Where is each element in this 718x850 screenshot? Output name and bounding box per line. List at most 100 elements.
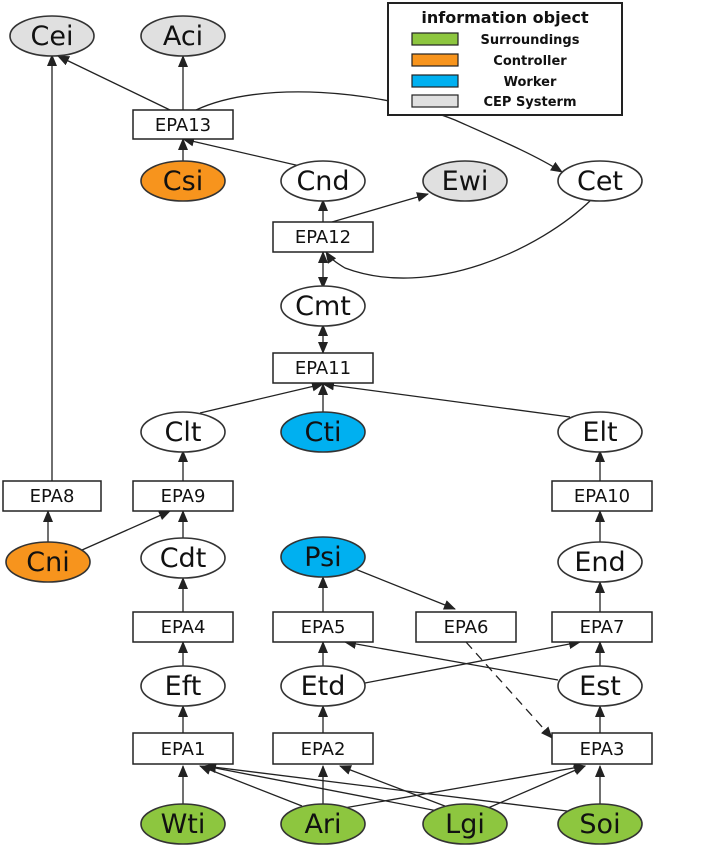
edges	[43, 54, 605, 813]
edge-psi-epa6	[354, 568, 456, 610]
edge-elt-epa11	[322, 380, 571, 418]
node-cet[interactable]: Cet	[557, 160, 643, 202]
svg-text:Eft: Eft	[165, 671, 202, 702]
svg-text:EPA13: EPA13	[155, 115, 211, 136]
edge-clt-epa11	[199, 381, 324, 414]
svg-text:Aci: Aci	[163, 21, 203, 52]
node-cdt[interactable]: Cdt	[140, 537, 226, 579]
node-psi[interactable]: Psi	[280, 536, 366, 578]
epa-box-epa13[interactable]: EPA13	[132, 109, 234, 140]
edge-ari-epa1	[199, 765, 303, 807]
svg-text:EPA1: EPA1	[161, 739, 206, 760]
epa-box-epa11[interactable]: EPA11	[272, 352, 374, 384]
svg-text:Ari: Ari	[304, 809, 341, 840]
svg-text:Cti: Cti	[305, 417, 342, 448]
nodes: Cei Aci Ewi Csi Cni Cti Psi	[5, 15, 643, 845]
node-wti[interactable]: Wti	[140, 803, 226, 845]
node-csi[interactable]: Csi	[140, 160, 226, 202]
edge-cni-epa9	[81, 510, 171, 551]
node-cei[interactable]: Cei	[9, 15, 95, 57]
epa-box-epa5[interactable]: EPA5	[272, 611, 374, 643]
svg-text:EPA6: EPA6	[444, 617, 489, 638]
edge-epa6-epa3	[465, 641, 553, 739]
svg-text:Est: Est	[579, 671, 621, 702]
svg-text:EPA5: EPA5	[301, 617, 346, 638]
svg-text:Ewi: Ewi	[442, 166, 489, 197]
node-end[interactable]: End	[557, 541, 643, 583]
node-ari[interactable]: Ari	[280, 803, 366, 845]
legend-item-surroundings: Surroundings	[411, 32, 580, 48]
edge-cet-epa12	[325, 198, 593, 279]
svg-text:Psi: Psi	[304, 542, 341, 573]
epa-box-epa1[interactable]: EPA1	[132, 732, 234, 765]
epa-box-epa6[interactable]: EPA6	[415, 611, 517, 643]
epa-box-epa4[interactable]: EPA4	[132, 611, 234, 643]
node-cti[interactable]: Cti	[280, 411, 366, 453]
svg-text:EPA2: EPA2	[301, 739, 346, 760]
edge-epa13-cei	[57, 55, 171, 111]
epa-box-epa12[interactable]: EPA12	[272, 221, 374, 253]
svg-text:Cnd: Cnd	[296, 166, 349, 197]
edge-lgi-epa2	[339, 765, 451, 809]
legend-item-worker: Worker	[411, 74, 557, 90]
legend-label-controller: Controller	[493, 54, 567, 69]
svg-text:Cmt: Cmt	[295, 291, 351, 322]
svg-text:Etd: Etd	[301, 671, 346, 702]
node-etd[interactable]: Etd	[280, 665, 366, 707]
legend-swatch-surroundings	[411, 32, 459, 46]
svg-text:EPA9: EPA9	[161, 486, 206, 507]
epa-box-epa10[interactable]: EPA10	[551, 480, 653, 512]
edge-cnd-epa13	[182, 136, 301, 167]
node-eft[interactable]: Eft	[140, 665, 226, 707]
svg-text:EPA12: EPA12	[295, 227, 351, 248]
legend-label-cep-system: CEP Systerm	[483, 95, 576, 110]
edge-lgi-epa3	[487, 765, 586, 809]
svg-text:Cni: Cni	[26, 547, 69, 578]
svg-text:EPA8: EPA8	[30, 486, 75, 507]
svg-text:Cei: Cei	[31, 21, 74, 52]
svg-text:Elt: Elt	[582, 417, 617, 448]
edge-lgi-epa1	[204, 763, 444, 813]
legend-item-cep-system: CEP Systerm	[411, 94, 577, 110]
node-lgi[interactable]: Lgi	[422, 803, 508, 845]
epa-boxes: EPA13 EPA12 EPA11 EPA8 EPA9 EPA10 EPA4	[2, 109, 653, 765]
edge-epa12-ewi	[331, 192, 429, 223]
legend-title: information object	[421, 8, 589, 27]
node-aci[interactable]: Aci	[140, 15, 226, 57]
node-ewi[interactable]: Ewi	[422, 160, 508, 202]
node-cmt[interactable]: Cmt	[280, 285, 366, 327]
node-cnd[interactable]: Cnd	[280, 160, 366, 202]
svg-text:EPA7: EPA7	[580, 617, 625, 638]
svg-text:Wti: Wti	[161, 809, 206, 840]
legend-label-surroundings: Surroundings	[481, 33, 580, 48]
epa-box-epa8[interactable]: EPA8	[2, 480, 102, 512]
svg-text:End: End	[574, 547, 625, 578]
legend-item-controller: Controller	[411, 53, 567, 69]
svg-text:Cet: Cet	[577, 166, 623, 197]
legend-swatch-worker	[411, 74, 459, 88]
node-elt[interactable]: Elt	[557, 411, 643, 453]
svg-text:EPA11: EPA11	[295, 358, 351, 379]
svg-text:Cdt: Cdt	[160, 543, 207, 574]
svg-text:EPA3: EPA3	[580, 739, 625, 760]
epa-box-epa3[interactable]: EPA3	[551, 732, 653, 765]
legend: information object Surroundings Controll…	[387, 2, 623, 116]
epa-box-epa9[interactable]: EPA9	[132, 480, 234, 512]
legend-label-worker: Worker	[504, 75, 557, 90]
legend-swatch-controller	[411, 53, 459, 67]
node-soi[interactable]: Soi	[557, 803, 643, 845]
svg-text:Csi: Csi	[163, 166, 203, 197]
node-est[interactable]: Est	[557, 665, 643, 707]
svg-text:Lgi: Lgi	[445, 809, 485, 840]
epa-box-epa2[interactable]: EPA2	[272, 732, 374, 765]
edge-soi-epa1	[204, 762, 576, 813]
edge-ari-epa3	[343, 762, 586, 809]
node-clt[interactable]: Clt	[140, 411, 226, 453]
legend-swatch-cep-system	[411, 94, 459, 108]
node-cni[interactable]: Cni	[5, 541, 91, 583]
edge-est-epa5	[344, 639, 559, 681]
edge-etd-epa7	[364, 639, 581, 684]
svg-text:Clt: Clt	[165, 417, 202, 448]
epa-box-epa7[interactable]: EPA7	[551, 611, 653, 643]
